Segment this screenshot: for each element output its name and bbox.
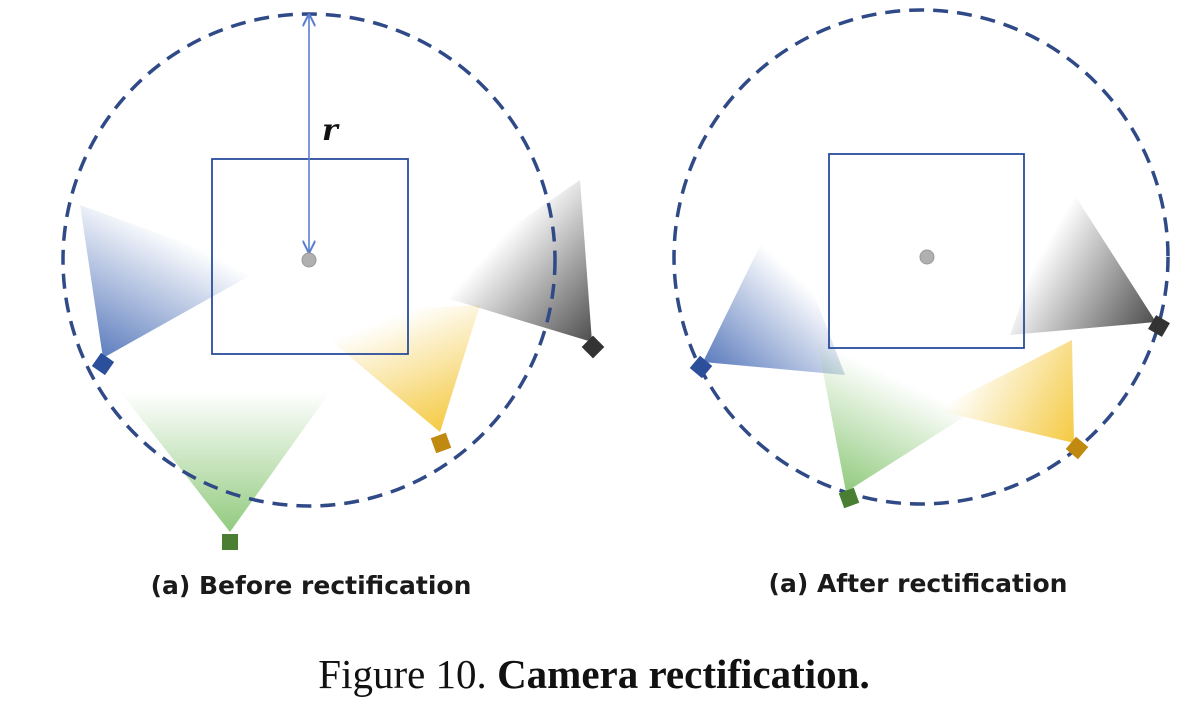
cone-blue — [703, 205, 845, 375]
camera-blue — [689, 355, 713, 379]
cone-blue — [80, 205, 260, 358]
caption-title: Camera rectification. — [497, 651, 870, 697]
panel-after: (a) After rectification — [672, 8, 1170, 598]
cone-green — [815, 330, 975, 492]
camera-ring — [672, 8, 1170, 506]
camera-green — [838, 487, 860, 509]
camera-yellow — [1065, 436, 1089, 460]
panel-label-before: (a) Before rectification — [151, 571, 472, 600]
figure-canvas: r (a) Before rectification (a) After rec… — [61, 8, 1170, 600]
figure-caption: Figure 10. Camera rectification. — [0, 650, 1188, 698]
cone-yellow — [300, 305, 480, 432]
caption-prefix: Figure 10. — [318, 651, 487, 697]
object-square — [828, 153, 1025, 349]
cone-black — [420, 180, 592, 342]
cone-black — [1010, 180, 1156, 335]
camera-black — [1148, 315, 1170, 337]
cone-yellow — [935, 340, 1074, 443]
radius-label: r — [322, 113, 340, 148]
center-dot — [301, 252, 317, 268]
camera-green — [222, 534, 238, 550]
cone-green — [115, 385, 335, 532]
camera-yellow — [430, 432, 452, 454]
camera-blue — [91, 352, 115, 376]
panel-label-after: (a) After rectification — [769, 569, 1068, 598]
center-dot — [919, 249, 935, 265]
panel-before: r (a) Before rectification — [61, 12, 605, 600]
